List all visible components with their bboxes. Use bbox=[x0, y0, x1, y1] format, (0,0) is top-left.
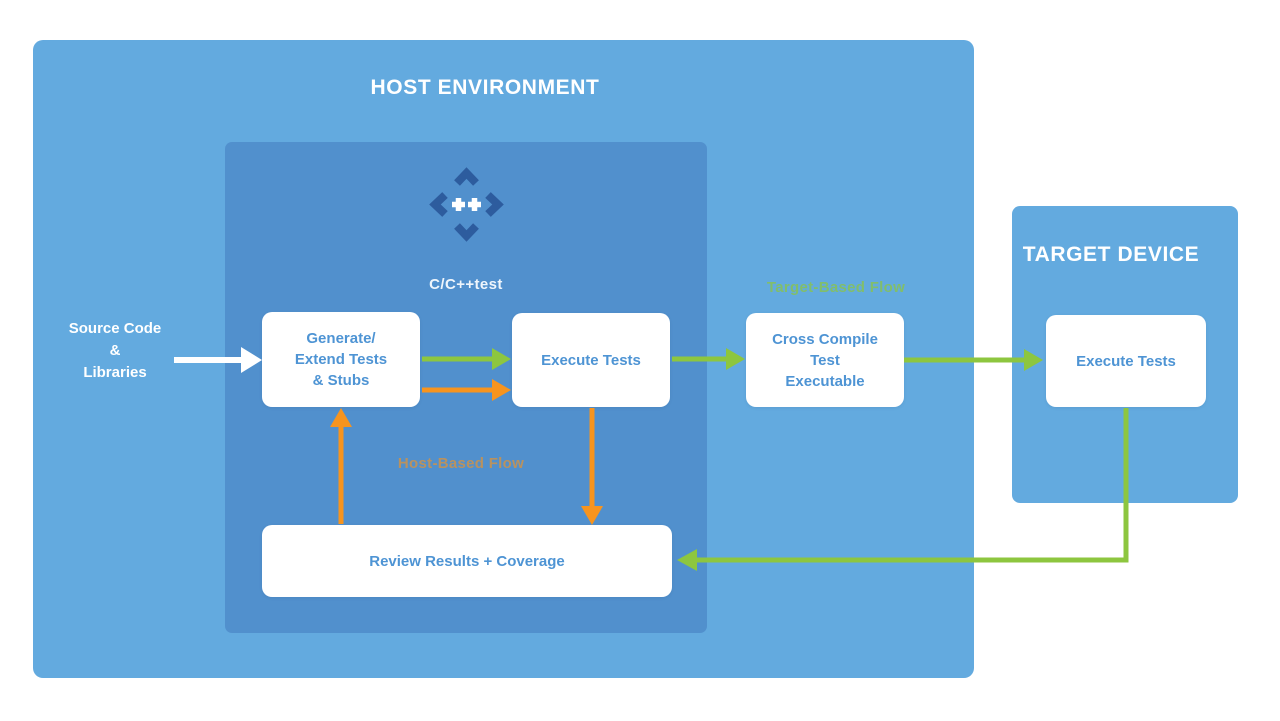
arrowhead-review-to-generate bbox=[330, 408, 352, 427]
node-label-line: & Stubs bbox=[312, 372, 370, 389]
plus-icon bbox=[468, 198, 481, 211]
target-device-title: TARGET DEVICE bbox=[1022, 243, 1200, 266]
node-cross-compile-test-executable: Cross Compile Test Executable bbox=[746, 313, 904, 407]
host-environment-title: HOST ENVIRONMENT bbox=[370, 76, 600, 99]
node-label-line: Executable bbox=[785, 372, 865, 390]
node-label-line: Execute Tests bbox=[1076, 352, 1176, 370]
arrowhead-execute-to-crosscompile bbox=[726, 348, 745, 370]
target-based-flow-label: Target-Based Flow bbox=[766, 279, 906, 296]
arrowhead-target-to-review bbox=[677, 549, 697, 571]
plus-icon bbox=[452, 198, 465, 211]
chevron-right-icon bbox=[485, 192, 504, 217]
arrowhead-source-to-generate bbox=[241, 347, 262, 373]
node-label-line: Review Results + Coverage bbox=[369, 552, 565, 570]
source-label-line: & bbox=[109, 342, 121, 359]
arrowhead-generate-to-execute-orange bbox=[492, 379, 511, 401]
chevron-down-icon bbox=[454, 223, 479, 242]
node-execute-tests-host: Execute Tests bbox=[512, 313, 670, 407]
chevron-left-icon bbox=[429, 192, 448, 217]
arrowhead-execute-to-review bbox=[581, 506, 603, 525]
node-label-line: Test bbox=[810, 351, 840, 369]
cpptest-logo-label: C/C++test bbox=[429, 276, 503, 293]
node-label-line: Cross Compile bbox=[772, 330, 878, 348]
node-review-results-coverage: Review Results + Coverage bbox=[262, 525, 672, 597]
host-based-flow-label: Host-Based Flow bbox=[397, 455, 525, 472]
source-code-libraries-label: Source Code & Libraries bbox=[40, 318, 190, 384]
node-label-line: Execute Tests bbox=[541, 351, 641, 369]
node-execute-tests-target: Execute Tests bbox=[1046, 315, 1206, 407]
chevron-up-icon bbox=[454, 167, 479, 186]
arrowhead-crosscompile-to-target bbox=[1024, 349, 1043, 371]
source-label-line: Source Code bbox=[68, 320, 162, 337]
arrowhead-generate-to-execute-green bbox=[492, 348, 511, 370]
cpptest-logo-icon bbox=[429, 167, 504, 242]
node-generate-extend-tests: Generate/ Extend Tests & Stubs bbox=[262, 312, 420, 407]
node-label-line: Generate/ bbox=[306, 330, 376, 347]
source-label-line: Libraries bbox=[83, 364, 147, 381]
node-label-line: Extend Tests bbox=[294, 351, 388, 368]
arrow-target-to-review bbox=[697, 408, 1129, 563]
